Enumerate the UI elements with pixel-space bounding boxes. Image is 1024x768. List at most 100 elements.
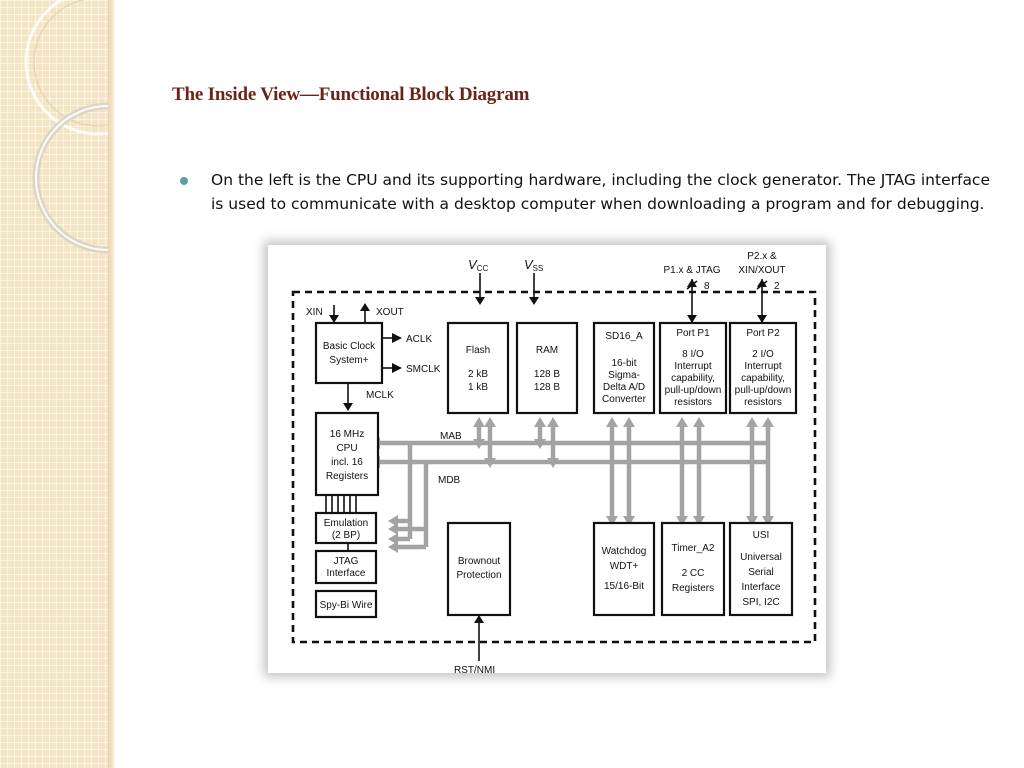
block-diagram: VCC VSS P1.x & JTAG 8 P2.x & XIN/XOUT 2 … bbox=[291, 251, 817, 673]
cpu-line-3: incl. 16 bbox=[331, 457, 363, 468]
flash-text: Flash 2 kB 1 kB bbox=[466, 345, 490, 393]
sd16-line-4: Delta A/D bbox=[603, 382, 645, 393]
p2-pins-label-2: XIN/XOUT bbox=[738, 265, 785, 276]
block-emulation bbox=[314, 511, 378, 545]
cpu-line-4: Registers bbox=[326, 471, 368, 482]
emulation-line-1: Emulation bbox=[324, 518, 368, 529]
port1-line-3: Interrupt bbox=[674, 361, 711, 372]
usi-line-1: USI bbox=[753, 530, 770, 541]
jtag-line-1: JTAG bbox=[334, 556, 359, 567]
mab-label: MAB bbox=[440, 431, 462, 442]
brownout-line-1: Brownout bbox=[458, 556, 500, 567]
block-port1 bbox=[658, 321, 728, 415]
port1-line-5: pull-up/down bbox=[665, 385, 722, 396]
block-usi bbox=[728, 521, 794, 617]
port1-line-6: resistors bbox=[674, 397, 712, 408]
timer-text: Timer_A2 2 CC Registers bbox=[672, 543, 715, 594]
sd16-line-3: Sigma- bbox=[608, 370, 640, 381]
cpu-line-1: 16 MHz bbox=[330, 429, 364, 440]
watchdog-line-1: Watchdog bbox=[602, 546, 647, 557]
usi-line-3: Serial bbox=[748, 567, 774, 578]
block-brownout bbox=[446, 521, 512, 617]
sd16-line-2: 16-bit bbox=[611, 358, 636, 369]
block-watchdog bbox=[592, 521, 656, 617]
sidebar-edge bbox=[108, 0, 114, 768]
block-timer bbox=[660, 521, 726, 617]
cpu-text: 16 MHz CPU incl. 16 Registers bbox=[326, 429, 368, 482]
flash-line-3: 1 kB bbox=[468, 382, 488, 393]
port2-line-2: 2 I/O bbox=[752, 349, 774, 360]
bullet-marker bbox=[180, 177, 188, 185]
usi-line-4: Interface bbox=[742, 582, 781, 593]
block-port2 bbox=[728, 321, 798, 415]
flash-line-1: Flash bbox=[466, 345, 490, 356]
bullet-text: On the left is the CPU and its supportin… bbox=[211, 171, 990, 213]
usi-line-2: Universal bbox=[740, 552, 782, 563]
block-spybi bbox=[314, 589, 378, 619]
block-diagram-figure: VCC VSS P1.x & JTAG 8 P2.x & XIN/XOUT 2 … bbox=[268, 245, 826, 673]
brownout-line-2: Protection bbox=[456, 570, 501, 581]
decorative-rings bbox=[24, 0, 114, 254]
usi-text: USI Universal Serial Interface SPI, I2C bbox=[740, 530, 782, 608]
ram-line-2: 128 B bbox=[534, 369, 560, 380]
watchdog-text: Watchdog WDT+ 15/16-Bit bbox=[602, 546, 647, 592]
watchdog-line-3: 15/16-Bit bbox=[604, 581, 644, 592]
block-ram bbox=[515, 321, 579, 415]
vcc-label: VCC bbox=[468, 257, 488, 273]
jtag-line-2: Interface bbox=[327, 568, 366, 579]
port1-text: Port P1 8 I/O Interrupt capability, pull… bbox=[665, 328, 722, 408]
watchdog-line-2: WDT+ bbox=[610, 561, 639, 572]
block-jtag bbox=[314, 549, 378, 585]
port2-line-5: pull-up/down bbox=[735, 385, 792, 396]
rst-nmi-label: RST/NMI bbox=[454, 665, 495, 673]
brownout-text: Brownout Protection bbox=[456, 556, 501, 581]
p2-pins-label-1: P2.x & bbox=[747, 251, 777, 262]
p1-pin-count: 8 bbox=[704, 281, 710, 292]
usi-line-5: SPI, I2C bbox=[742, 597, 779, 608]
ram-text: RAM 128 B 128 B bbox=[534, 345, 560, 393]
sd16-line-1: SD16_A bbox=[605, 331, 643, 342]
ram-line-1: RAM bbox=[536, 345, 558, 356]
bus-arrowheads bbox=[368, 417, 774, 553]
timer-line-2: 2 CC bbox=[682, 568, 705, 579]
port2-line-1: Port P2 bbox=[746, 328, 780, 339]
block-sd16 bbox=[592, 321, 656, 415]
chip-boundary bbox=[291, 290, 817, 644]
mclk-label: MCLK bbox=[366, 390, 394, 401]
block-flash bbox=[446, 321, 510, 415]
emulation-line-2: (2 BP) bbox=[332, 530, 360, 541]
timer-line-3: Registers bbox=[672, 583, 714, 594]
signal-lines bbox=[325, 273, 768, 661]
port2-line-6: resistors bbox=[744, 397, 782, 408]
timer-line-1: Timer_A2 bbox=[672, 543, 715, 554]
sd16-text: SD16_A 16-bit Sigma- Delta A/D Converter bbox=[602, 331, 647, 405]
port2-text: Port P2 2 I/O Interrupt capability, pull… bbox=[735, 328, 792, 408]
clock-line-2: System+ bbox=[329, 355, 368, 366]
aclk-label: ACLK bbox=[406, 334, 432, 345]
emulation-text: Emulation (2 BP) bbox=[324, 518, 368, 541]
ram-line-3: 128 B bbox=[534, 382, 560, 393]
clock-text: Basic Clock System+ bbox=[323, 341, 376, 366]
port1-line-1: Port P1 bbox=[676, 328, 710, 339]
smclk-label: SMCLK bbox=[406, 364, 441, 375]
p1-pins-label: P1.x & JTAG bbox=[663, 265, 720, 276]
port2-line-3: Interrupt bbox=[744, 361, 781, 372]
flash-line-2: 2 kB bbox=[468, 369, 488, 380]
jtag-text: JTAG Interface bbox=[327, 556, 366, 579]
clock-line-1: Basic Clock bbox=[323, 341, 376, 352]
cpu-line-2: CPU bbox=[336, 443, 357, 454]
bus-lines bbox=[368, 423, 771, 550]
port2-line-4: capability, bbox=[741, 373, 785, 384]
slide-title: The Inside View—Functional Block Diagram bbox=[172, 84, 530, 105]
port1-line-2: 8 I/O bbox=[682, 349, 704, 360]
decorative-sidebar bbox=[0, 0, 114, 768]
mdb-label: MDB bbox=[438, 475, 461, 486]
xout-label: XOUT bbox=[376, 307, 404, 318]
vss-label: VSS bbox=[524, 257, 543, 273]
sd16-line-5: Converter bbox=[602, 394, 647, 405]
port1-line-4: capability, bbox=[671, 373, 715, 384]
p2-pin-count: 2 bbox=[774, 281, 780, 292]
block-cpu bbox=[314, 411, 380, 497]
block-clock bbox=[314, 321, 384, 385]
spybi-label: Spy-Bi Wire bbox=[320, 600, 373, 611]
